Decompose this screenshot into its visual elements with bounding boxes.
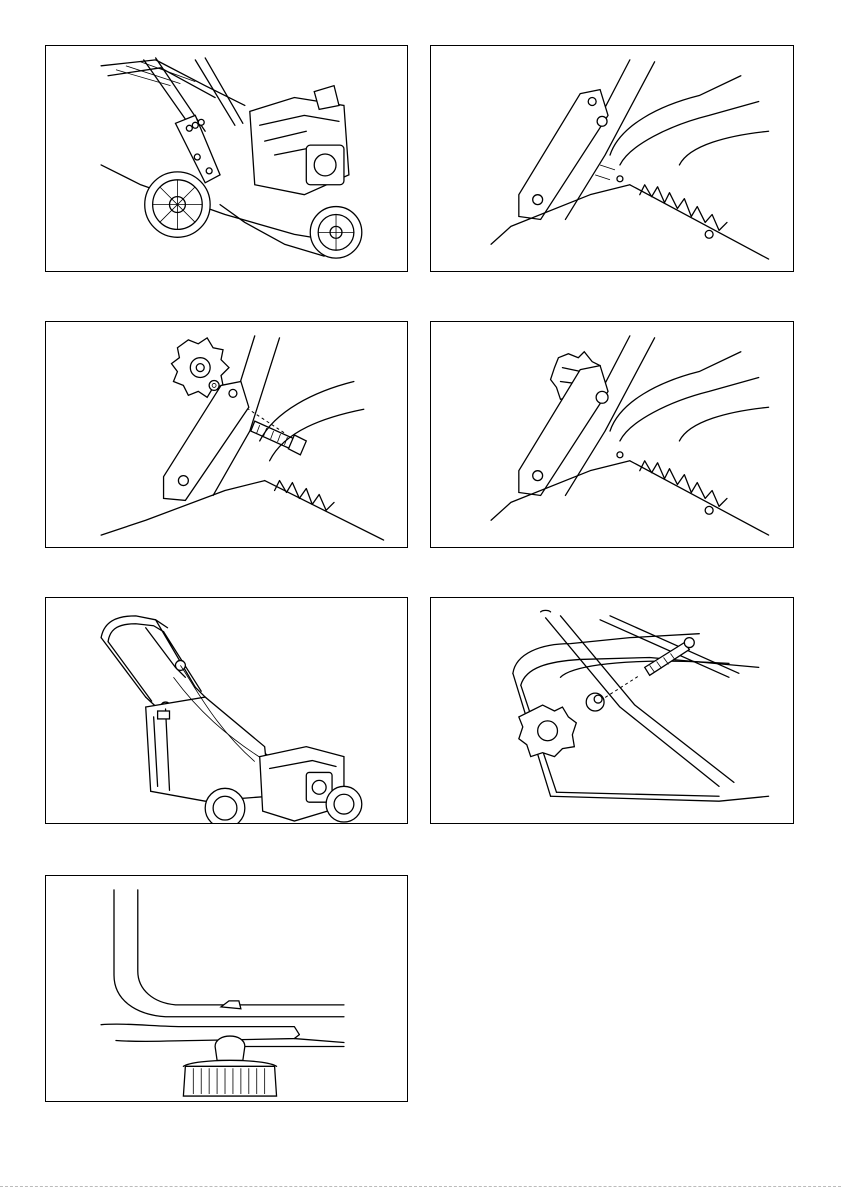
- handle-bracket-closeup-illustration: [431, 46, 793, 271]
- figure-6-upper-handle-knob-exploded: [430, 597, 794, 824]
- cable-clip-knob-illustration: [46, 876, 407, 1101]
- knob-fitted-bracket-illustration: [431, 322, 793, 547]
- figure-5-mower-assembled: [45, 597, 408, 824]
- mower-assembled-illustration: [46, 598, 407, 823]
- figure-3-knob-bolt-exploded: [45, 321, 408, 548]
- knob-bolt-exploded-illustration: [46, 322, 407, 547]
- page-footer-rule: [0, 1186, 841, 1187]
- figure-1-mower-handle-folded: [45, 45, 408, 272]
- upper-handle-knob-exploded-illustration: [431, 598, 793, 823]
- figure-2-handle-bracket-closeup: [430, 45, 794, 272]
- figure-4-knob-fitted-bracket: [430, 321, 794, 548]
- figure-7-cable-clip-knob: [45, 875, 408, 1102]
- mower-handle-folded-illustration: [46, 46, 407, 271]
